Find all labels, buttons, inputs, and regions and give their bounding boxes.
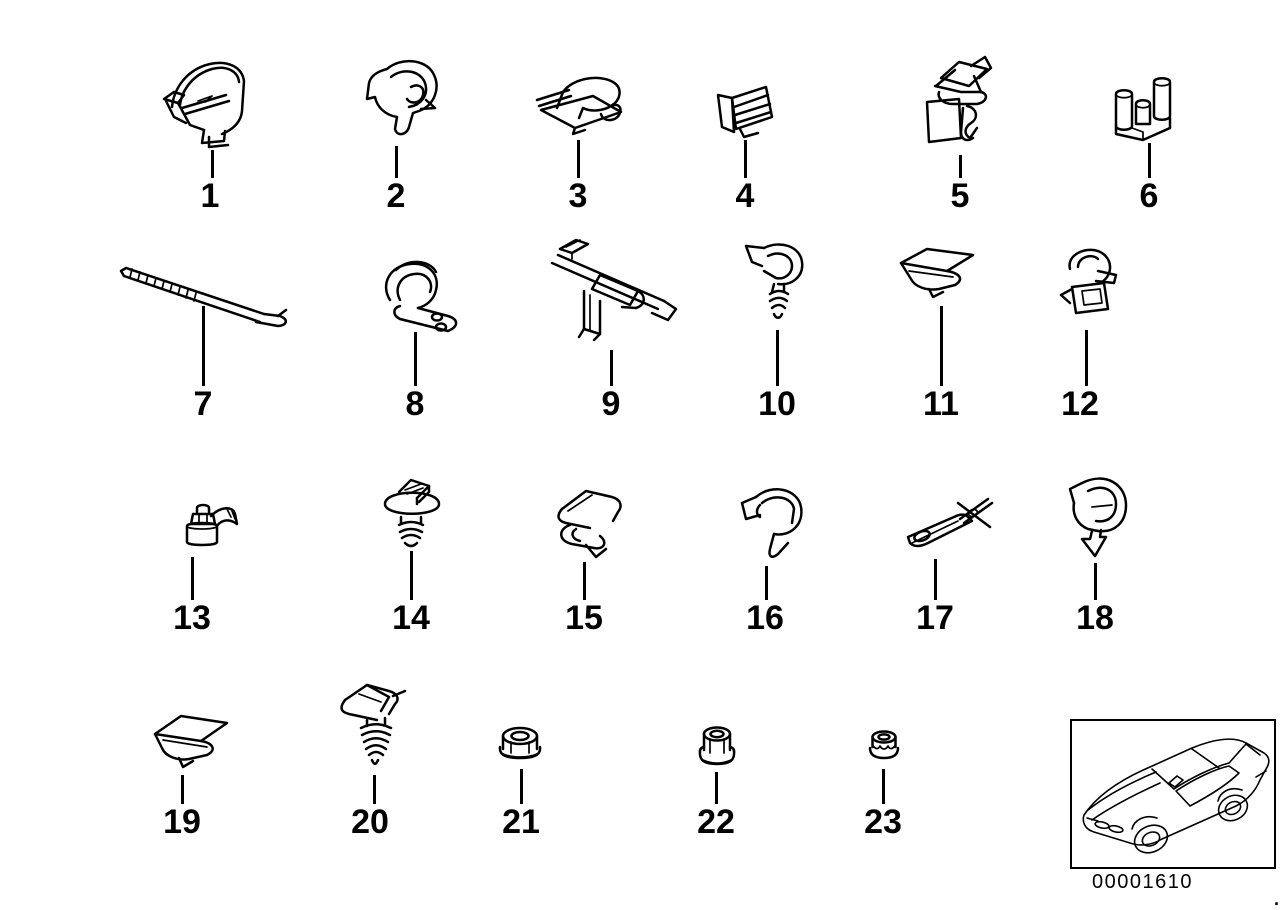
part-13-number[interactable]: 13 xyxy=(173,599,211,637)
part-9-drawing[interactable] xyxy=(540,233,688,349)
part-12-leader-line xyxy=(1085,330,1088,386)
part-22-number[interactable]: 22 xyxy=(697,803,735,841)
part-4-number[interactable]: 4 xyxy=(735,177,755,215)
part-14-number[interactable]: 14 xyxy=(392,599,430,637)
part-16-number[interactable]: 16 xyxy=(746,599,784,637)
part-15-leader-line xyxy=(583,562,586,600)
part-1-drawing[interactable] xyxy=(152,55,252,152)
part-7-leader-line xyxy=(202,306,205,386)
part-5-number[interactable]: 5 xyxy=(950,177,970,215)
part-8-drawing[interactable] xyxy=(372,256,462,338)
part-14-drawing[interactable] xyxy=(375,471,449,550)
part-15-number[interactable]: 15 xyxy=(565,599,603,637)
part-8-leader-line xyxy=(414,332,417,386)
part-22-drawing[interactable] xyxy=(695,723,739,772)
part-4-drawing[interactable] xyxy=(710,77,780,139)
part-10-drawing[interactable] xyxy=(732,238,812,328)
part-11-drawing[interactable] xyxy=(893,243,981,305)
part-16-leader-line xyxy=(765,566,768,600)
part-6-drawing[interactable] xyxy=(1106,72,1180,142)
part-9-leader-line xyxy=(610,350,613,386)
part-23-drawing[interactable] xyxy=(866,728,902,767)
part-18-leader-line xyxy=(1094,563,1097,600)
part-23-number[interactable]: 23 xyxy=(864,803,902,841)
part-20-leader-line xyxy=(373,775,376,804)
part-11-leader-line xyxy=(940,306,943,386)
part-19-drawing[interactable] xyxy=(145,708,235,774)
part-13-drawing[interactable] xyxy=(173,496,243,556)
part-12-drawing[interactable] xyxy=(1048,243,1120,327)
part-13-leader-line xyxy=(191,557,194,600)
part-6-number[interactable]: 6 xyxy=(1139,177,1159,215)
stray-dot: . xyxy=(1274,889,1280,909)
part-21-drawing[interactable] xyxy=(496,723,544,768)
part-1-leader-line xyxy=(211,150,214,178)
part-2-leader-line xyxy=(395,146,398,178)
part-5-drawing[interactable] xyxy=(915,52,995,154)
part-17-leader-line xyxy=(934,559,937,600)
part-6-leader-line xyxy=(1148,143,1151,178)
part-4-leader-line xyxy=(744,140,747,178)
part-2-number[interactable]: 2 xyxy=(386,177,406,215)
part-9-number[interactable]: 9 xyxy=(601,385,621,423)
part-2-drawing[interactable] xyxy=(355,53,443,145)
part-17-number[interactable]: 17 xyxy=(916,599,954,637)
part-18-number[interactable]: 18 xyxy=(1076,599,1114,637)
part-21-leader-line xyxy=(520,769,523,804)
part-15-drawing[interactable] xyxy=(548,481,628,561)
part-19-number[interactable]: 19 xyxy=(163,803,201,841)
part-18-drawing[interactable] xyxy=(1056,471,1134,562)
part-1-number[interactable]: 1 xyxy=(200,177,220,215)
part-5-leader-line xyxy=(959,155,962,178)
part-22-leader-line xyxy=(715,772,718,804)
diagram-id: 00001610 xyxy=(1092,871,1193,893)
part-19-leader-line xyxy=(181,775,184,804)
part-14-leader-line xyxy=(410,551,413,600)
part-10-number[interactable]: 10 xyxy=(758,385,796,423)
car-thumbnail-box[interactable] xyxy=(1070,719,1276,869)
part-3-number[interactable]: 3 xyxy=(568,177,588,215)
part-11-number[interactable]: 11 xyxy=(923,385,959,423)
part-16-drawing[interactable] xyxy=(730,481,808,565)
part-17-drawing[interactable] xyxy=(900,491,994,559)
part-3-leader-line xyxy=(577,140,580,178)
part-21-number[interactable]: 21 xyxy=(502,803,540,841)
part-12-number[interactable]: 12 xyxy=(1061,385,1099,423)
part-8-number[interactable]: 8 xyxy=(405,385,425,423)
car-icon xyxy=(1082,738,1270,854)
part-20-drawing[interactable] xyxy=(331,680,413,772)
part-10-leader-line xyxy=(776,330,779,386)
part-20-number[interactable]: 20 xyxy=(351,803,389,841)
part-7-number[interactable]: 7 xyxy=(193,385,213,423)
part-7-drawing[interactable] xyxy=(118,256,298,334)
part-3-drawing[interactable] xyxy=(533,70,629,140)
part-23-leader-line xyxy=(882,769,885,804)
